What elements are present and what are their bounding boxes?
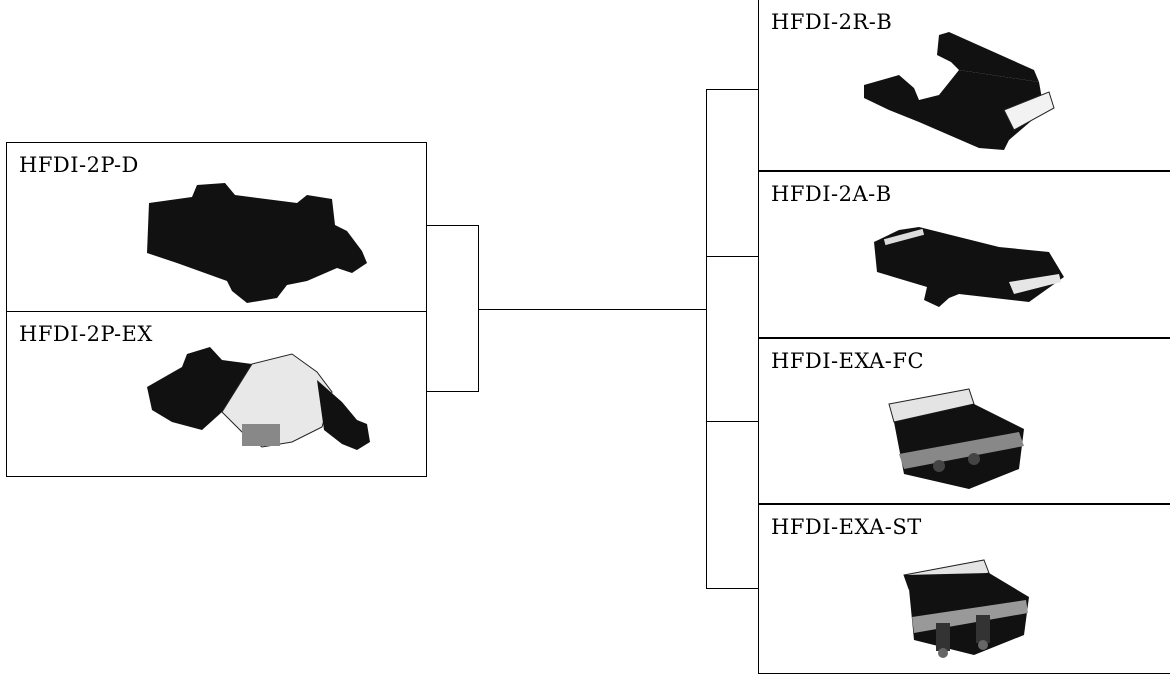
- connector-line: [706, 421, 758, 422]
- connector-line: [427, 391, 478, 392]
- adapter-bracket-icon: [874, 227, 1064, 307]
- connector-line: [706, 89, 758, 90]
- connector-line: [706, 256, 758, 257]
- adapter-plug-icon: [147, 183, 367, 303]
- product-label: HFDI-EXA-ST: [771, 515, 922, 539]
- product-box-2r-b: HFDI-2R-B: [758, 0, 1170, 171]
- product-box-2a-b: HFDI-2A-B: [758, 171, 1170, 338]
- product-label: HFDI-2R-B: [771, 10, 893, 34]
- product-box-2p-d: HFDI-2P-D: [6, 142, 427, 312]
- product-label: HFDI-2P-D: [19, 153, 139, 177]
- connector-line: [478, 225, 479, 392]
- product-box-exa-st: HFDI-EXA-ST: [758, 504, 1170, 674]
- product-label: HFDI-EXA-FC: [771, 349, 925, 373]
- connector-line: [478, 309, 706, 310]
- fc-adapter-icon: [888, 388, 1024, 489]
- connector-line: [706, 588, 758, 589]
- product-box-2p-ex: HFDI-2P-EX: [6, 311, 427, 477]
- receptacle-bracket-icon: [864, 32, 1055, 150]
- product-label: HFDI-2P-EX: [19, 322, 153, 346]
- product-label: HFDI-2A-B: [771, 182, 892, 206]
- adapter-plug-ex-icon: [147, 347, 370, 450]
- product-box-exa-fc: HFDI-EXA-FC: [758, 338, 1170, 504]
- connector-line: [706, 89, 707, 588]
- st-adapter-icon: [903, 559, 1029, 658]
- connector-line: [427, 225, 478, 226]
